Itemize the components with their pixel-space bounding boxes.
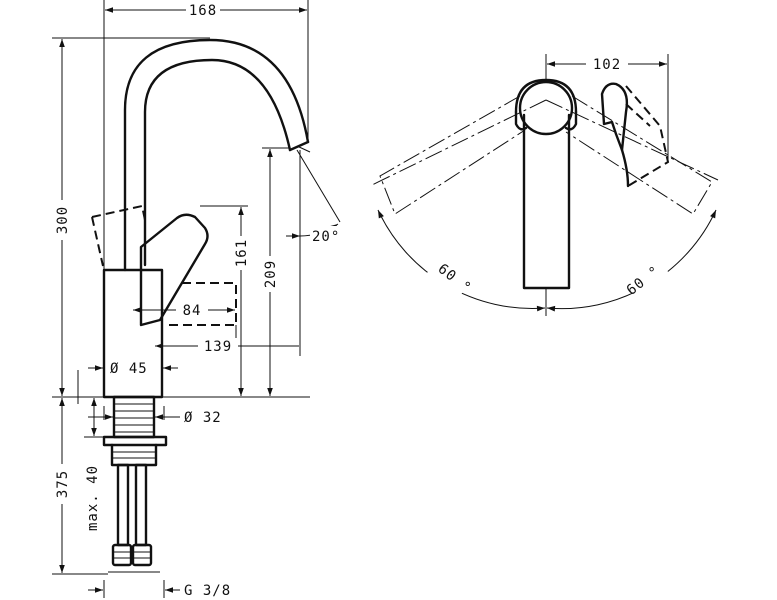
top-dimension-labels: 102 60 ° 60 ° (425, 56, 671, 300)
lever-open-outline (91, 204, 146, 267)
dim-width-top: 168 (189, 3, 217, 19)
dim-top-width: 102 (593, 57, 621, 73)
extension-lines (52, 0, 341, 598)
faucet-body (102, 268, 164, 399)
dim-thread: G 3/8 (184, 583, 231, 599)
dim-spout-height: 209 (263, 260, 279, 288)
spout-top-outline (522, 113, 571, 290)
dim-shank-diameter: Ø 32 (184, 410, 222, 426)
dim-max-thickness: max. 40 (85, 465, 101, 531)
lever-top-view (600, 82, 670, 188)
threaded-shank (112, 395, 156, 439)
dim-handle-height: 161 (234, 239, 250, 267)
dim-handle-reach: 84 (183, 303, 202, 319)
dim-lever-reach: 139 (204, 339, 232, 355)
faucet-spout (123, 38, 311, 272)
top-view: 102 60 ° 60 ° (371, 54, 719, 316)
dim-shank-length: 375 (55, 470, 71, 498)
side-view: 168 300 161 209 84 139 Ø 45 Ø 32 20° 375… (52, 0, 341, 599)
dim-body-diameter: Ø 45 (110, 361, 148, 377)
dim-height-total: 300 (55, 206, 71, 234)
top-extension-lines (545, 54, 669, 316)
supply-hoses (108, 463, 160, 573)
dimension-labels: 168 300 161 209 84 139 Ø 45 Ø 32 20° 375… (54, 2, 340, 599)
fixing-nut (102, 435, 168, 467)
dim-spout-angle: 20° (312, 229, 340, 245)
lever-handle (139, 213, 209, 327)
spout-left-position (379, 95, 526, 215)
lever-reach-outline (165, 282, 237, 326)
spout-right-position (565, 95, 713, 215)
swivel-center-lines (371, 99, 719, 186)
